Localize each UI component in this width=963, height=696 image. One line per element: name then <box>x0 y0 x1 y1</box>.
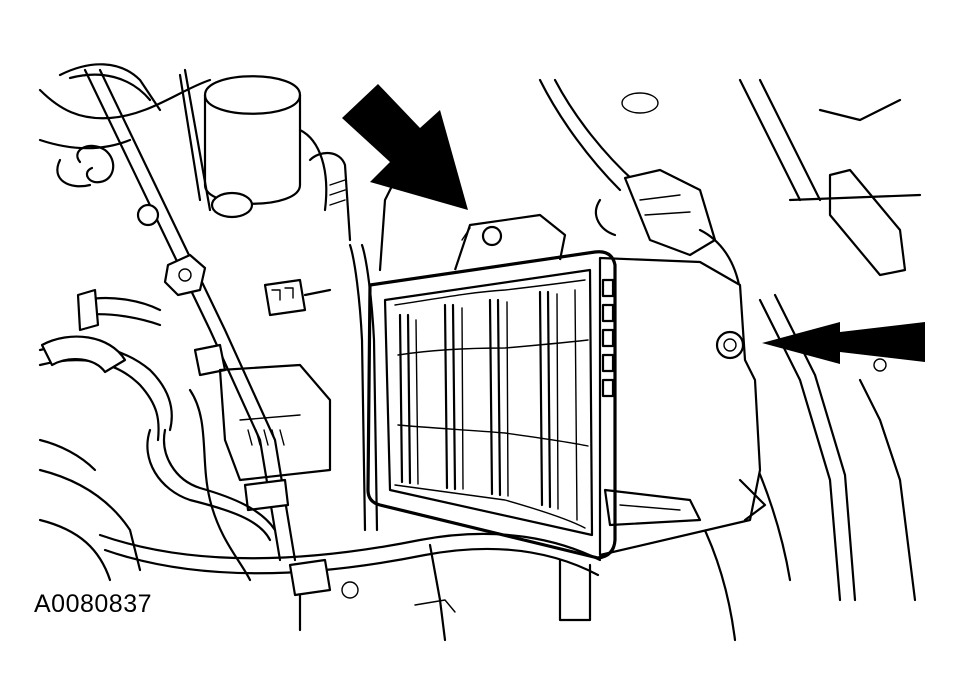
module-housing <box>366 213 767 560</box>
arrow-top-left <box>342 84 468 210</box>
arrow-right <box>762 322 925 364</box>
filter-grille <box>394 279 589 529</box>
engine-components-background <box>38 63 922 642</box>
figure-id-label: A0080837 <box>34 590 153 618</box>
